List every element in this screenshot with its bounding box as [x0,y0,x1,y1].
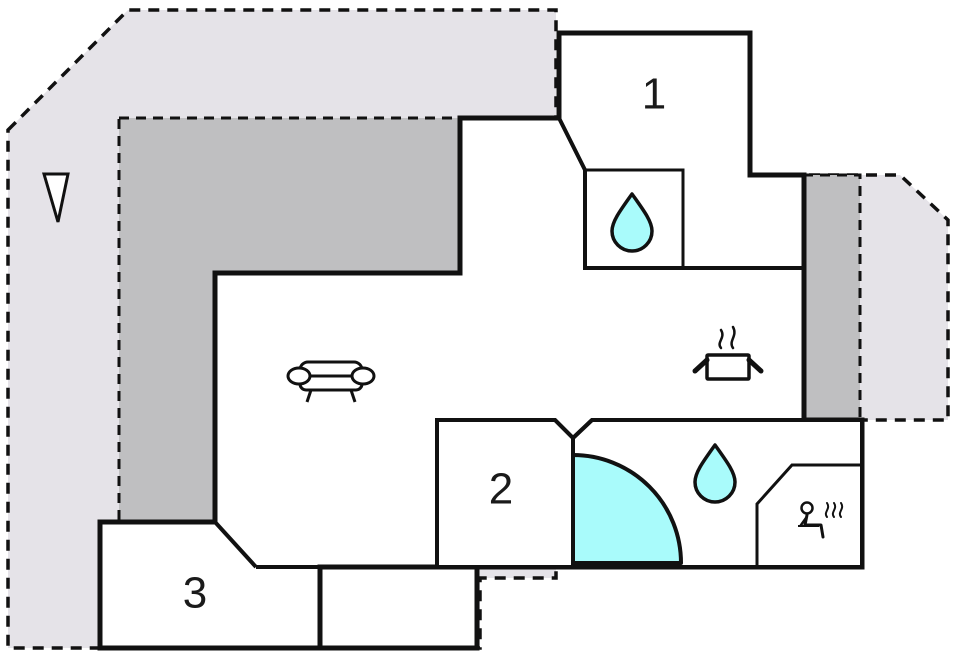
wall-sauna-cubicle [755,463,862,567]
wall-room-2-chamfer [571,418,594,440]
sauna-heat-wave-3 [838,502,844,518]
pot-body [705,353,751,381]
wall-diagonal-hall [213,520,258,569]
corner-bath-icon [571,453,683,565]
room-number-2: 2 [489,465,513,514]
water-drop-shape-2 [693,443,737,504]
pot-steam-right [730,325,736,350]
room-number-1: 1 [642,70,666,119]
sauna-person-head [800,501,814,515]
water-drop-shape-1 [610,192,654,253]
water-drop-icon-1 [610,192,654,253]
quarter-circle-bath-shape [571,453,683,565]
water-drop-icon-2 [693,443,737,504]
sofa-arm-right [350,366,376,386]
room-number-3: 3 [183,569,207,618]
cooking-pot-icon [692,325,764,381]
sofa-leg-left [305,389,313,403]
sofa-arm-left [286,366,312,386]
wall-upper-bathroom [585,168,685,268]
sauna-heat-wave-2 [831,502,837,518]
sauna-icon [798,501,844,539]
north-arrow-icon [42,172,70,223]
sauna-person-arm [799,516,808,527]
exterior-wall-bottom-wing [317,564,480,651]
interior-walls [213,33,862,648]
sofa-leg-right [349,389,357,403]
pot-steam-left [718,328,724,350]
pot-handle-right [746,357,764,374]
sofa-icon [286,360,376,403]
sauna-heat-wave-1 [824,502,830,518]
pot-handle-left [692,357,710,374]
north-arrow-triangle [42,172,70,223]
